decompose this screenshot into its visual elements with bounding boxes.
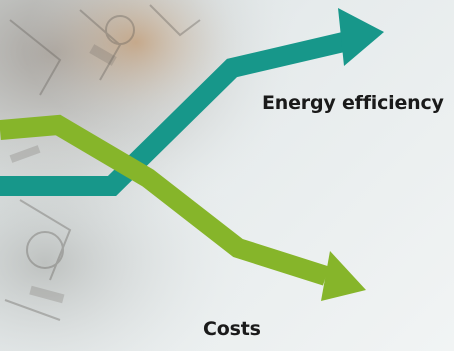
costs-arrow-head bbox=[321, 251, 366, 301]
costs-label: Costs bbox=[203, 318, 261, 340]
costs-arrow-line bbox=[0, 114, 330, 286]
costs-arrow bbox=[0, 114, 366, 301]
energy-efficiency-arrow bbox=[0, 8, 384, 196]
energy-efficiency-arrow-line bbox=[0, 30, 355, 196]
energy-efficiency-arrow-head bbox=[338, 8, 384, 66]
energy-efficiency-label: Energy efficiency bbox=[262, 92, 444, 114]
